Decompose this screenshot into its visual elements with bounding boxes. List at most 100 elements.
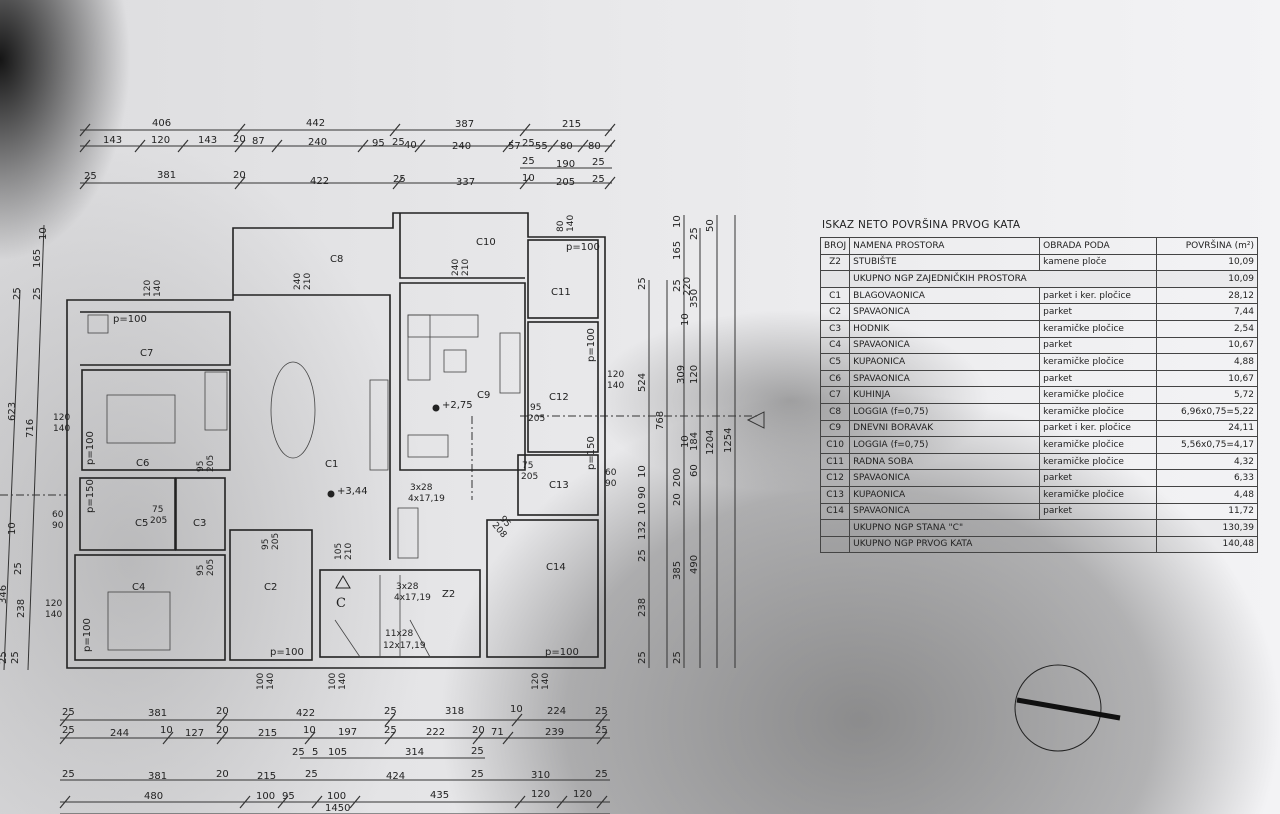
dimension-label: 1450 xyxy=(325,803,350,814)
dimension-label: 25 xyxy=(471,746,484,757)
dimension-label: 25 xyxy=(392,137,405,148)
sill-height: p=100 xyxy=(82,618,93,652)
dimension-label: 350 xyxy=(689,289,700,308)
sill-height: p=100 xyxy=(113,314,147,325)
room-c5: C5 xyxy=(135,518,148,529)
dimension-label: 205 xyxy=(521,472,538,482)
dimension-label: 10 xyxy=(637,465,648,478)
floor-finish: parket xyxy=(1039,469,1158,487)
dimension-label: 190 xyxy=(556,159,575,170)
floor-finish: keramičke pločice xyxy=(1039,402,1158,421)
floor-finish: kamene ploče xyxy=(1039,253,1158,272)
dimension-label: 165 xyxy=(32,249,43,268)
dimension-label: 50 xyxy=(705,219,716,232)
room-labels: C8 C10 C11 C7 C9 C12 C6 C1 C13 C5 C3 C14… xyxy=(132,237,571,611)
dimension-label: 310 xyxy=(531,770,550,781)
dimension-label: 25 xyxy=(637,277,648,290)
floor-finish: keramičke pločice xyxy=(1039,436,1158,454)
dimension-label: 318 xyxy=(445,706,464,717)
dimension-label: 120 xyxy=(143,280,153,297)
dimension-label: 120 xyxy=(689,365,700,384)
room-area: 4,32 xyxy=(1156,452,1258,471)
dimension-label: 25 xyxy=(292,747,305,758)
room-area: 6,33 xyxy=(1156,469,1258,487)
dimension-label: 406 xyxy=(152,118,171,129)
dimension-label: 90 xyxy=(637,486,648,499)
dimension-label: 1204 xyxy=(705,430,716,455)
total-value: 140,48 xyxy=(1156,535,1258,554)
floor-finish: parket xyxy=(1039,336,1158,355)
dimension-label: 143 xyxy=(198,135,217,146)
level-marker-icon xyxy=(432,404,440,412)
room-area: 5,56x0,75=4,17 xyxy=(1156,436,1258,454)
room-area: 28,12 xyxy=(1156,286,1258,305)
dimension-label: 120 xyxy=(151,135,170,146)
dimension-label: 127 xyxy=(185,728,204,739)
dimension-label: 105 xyxy=(328,747,347,758)
dimension-label: 25 xyxy=(62,707,75,718)
room-number: C3 xyxy=(819,319,851,338)
furniture xyxy=(87,314,521,658)
dimension-label: 314 xyxy=(405,747,424,758)
dimension-label: 95 xyxy=(282,791,295,802)
dimension-label: 10 xyxy=(680,435,691,448)
room-area: 7,44 xyxy=(1156,303,1258,321)
dimension-label: 143 xyxy=(103,135,122,146)
stair-spec: 4x17,19 xyxy=(408,494,445,504)
dimension-label: 25 xyxy=(471,769,484,780)
room-c8: C8 xyxy=(330,254,343,265)
dimension-label: 25 xyxy=(592,157,605,168)
dimension-label: 25 xyxy=(592,174,605,185)
room-number: C14 xyxy=(819,502,851,521)
dimension-label: 95 xyxy=(530,403,541,413)
floor-finish: parket xyxy=(1039,502,1158,521)
dimension-label: 20 xyxy=(472,725,485,736)
room-number: C9 xyxy=(819,419,851,438)
sill-height: p=100 xyxy=(545,647,579,658)
room-area: 2,54 xyxy=(1156,319,1258,338)
dimension-label: 10 xyxy=(522,173,535,184)
room-number: C1 xyxy=(819,286,851,305)
dimension-label: 120 xyxy=(573,789,592,800)
dimension-label: 95 xyxy=(196,565,206,576)
column-header: BROJ xyxy=(819,237,851,255)
dimension-label: 105 xyxy=(334,543,344,560)
room-number: C13 xyxy=(819,485,851,504)
dimension-label: 20 xyxy=(233,170,246,181)
dimension-label: 10 xyxy=(38,227,49,240)
room-area: 10,67 xyxy=(1156,369,1258,388)
column-header: NAMENA PROSTORA xyxy=(849,237,1041,255)
room-purpose: STUBIŠTE xyxy=(849,253,1041,272)
stair-spec: 12x17,19 xyxy=(383,641,426,651)
dimension-label: 381 xyxy=(148,771,167,782)
dimension-label: 205 xyxy=(150,516,167,526)
floor-finish: parket i ker. pločice xyxy=(1039,286,1158,305)
dimension-label: 60 xyxy=(605,468,617,478)
dimension-label: 240 xyxy=(293,273,303,290)
room-c2: C2 xyxy=(264,582,277,593)
dimension-label: 25 xyxy=(305,769,318,780)
dimension-label: 10 xyxy=(160,725,173,736)
dimension-label: 244 xyxy=(110,728,129,739)
level-c1: +3,44 xyxy=(337,486,368,497)
floor-finish: parket i ker. pločice xyxy=(1039,419,1158,438)
dimension-label: 100 xyxy=(328,673,338,690)
dimension-label: 422 xyxy=(296,708,315,719)
dimension-label: 25 xyxy=(393,174,406,185)
room-area: 4,88 xyxy=(1156,353,1258,371)
sill-height: p=100 xyxy=(586,328,597,362)
dimension-label: 238 xyxy=(16,599,27,618)
dimension-label: 480 xyxy=(144,791,163,802)
dimension-label: 25 xyxy=(62,769,75,780)
dimension-lines xyxy=(0,123,760,814)
dimension-label: 120 xyxy=(45,599,62,609)
dimension-label: 1254 xyxy=(723,428,734,453)
